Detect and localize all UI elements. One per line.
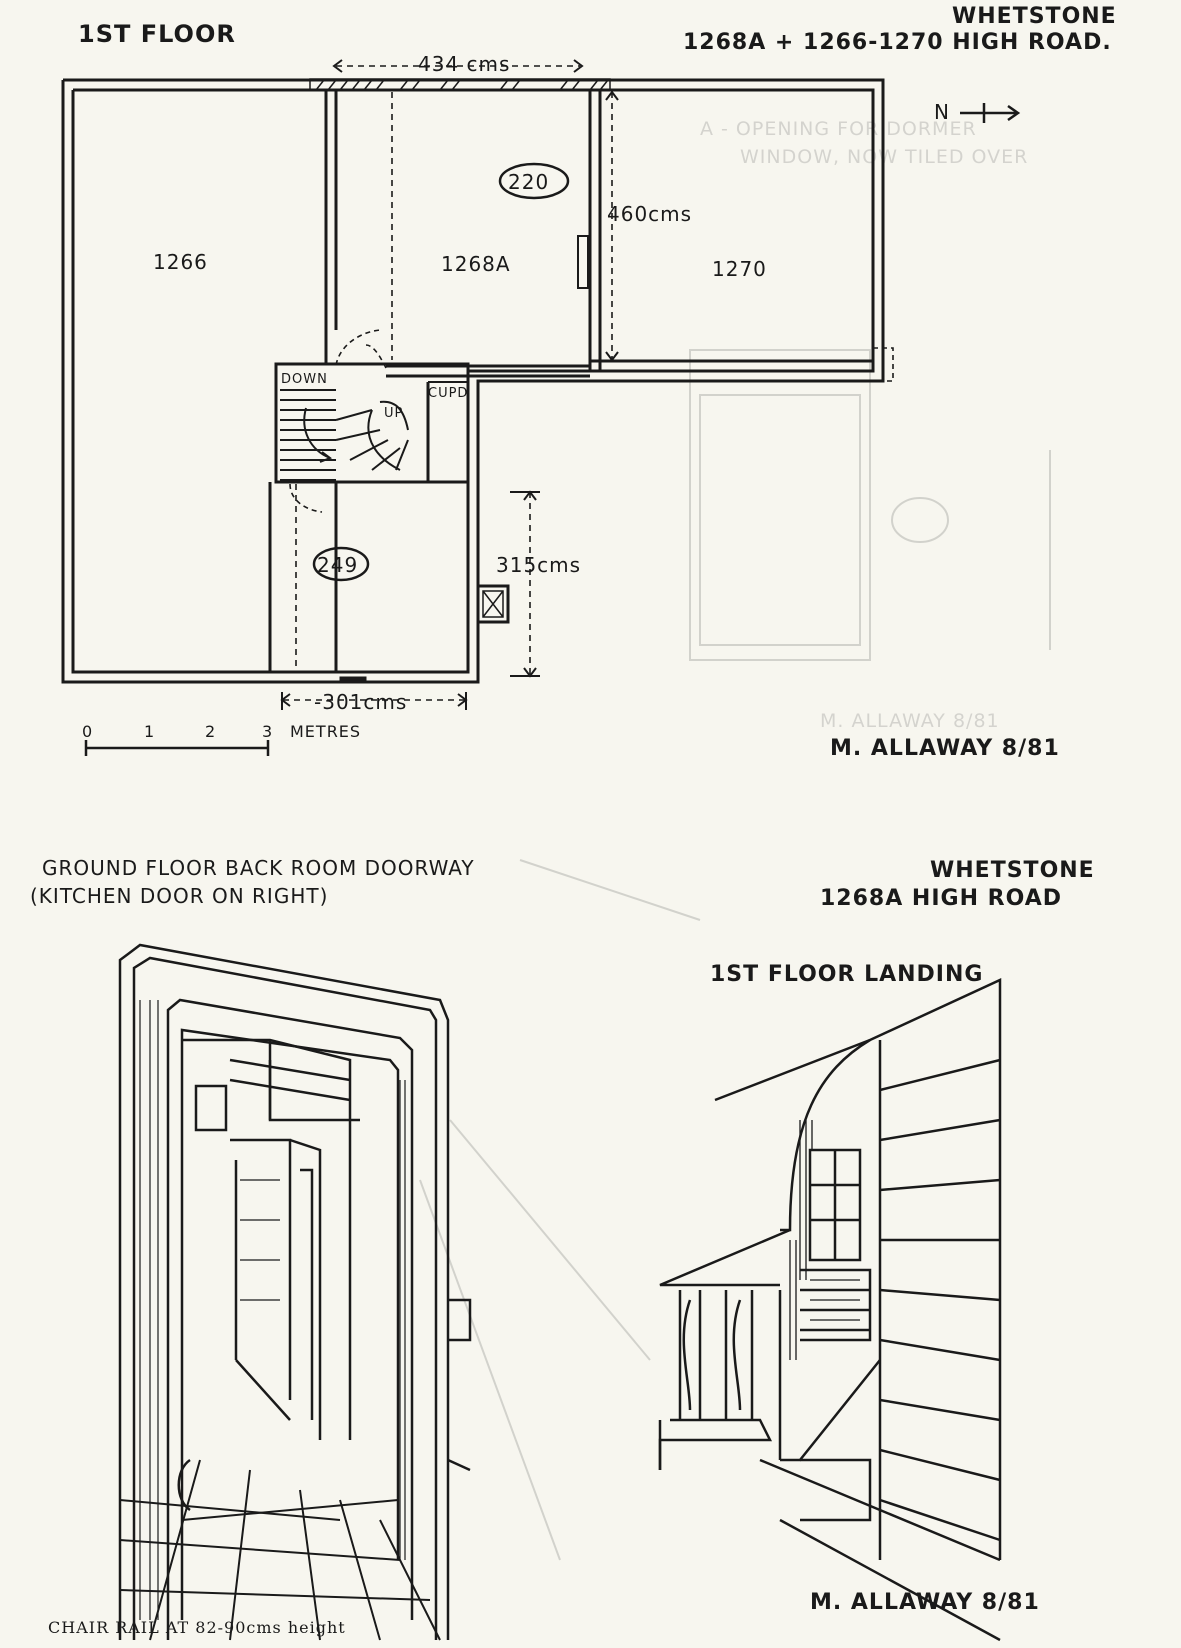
scale-tick-1: 1 (144, 722, 156, 741)
scale-unit: METRES (290, 722, 362, 741)
scale-tick-0: 0 (82, 722, 94, 741)
ghost-text-1: A - OPENING FOR DORMER (700, 118, 977, 140)
chimney (476, 584, 510, 624)
room-number-220: 220 (508, 170, 550, 194)
room-label-1268a: 1268A (441, 252, 511, 276)
party-walls (324, 90, 873, 378)
ghost-lines (419, 349, 1051, 1561)
stair-arrows (303, 400, 409, 463)
plan-location-title: WHETSTONE (952, 4, 1117, 29)
plan-address: 1268A + 1266-1270 HIGH ROAD. (683, 30, 1112, 55)
doorway-sketch (118, 943, 472, 1641)
landing-signature: M. ALLAWAY 8/81 (810, 1590, 1040, 1615)
doorway-caption: CHAIR RAIL AT 82-90cms height (48, 1618, 346, 1637)
dimension-315: 315cms (496, 553, 582, 577)
door-marker (577, 235, 589, 289)
door-swings (289, 329, 894, 513)
north-label: N (934, 100, 950, 124)
stair-enclosure (268, 362, 470, 672)
bottom-opening (339, 676, 367, 684)
room-oval-249 (312, 546, 370, 582)
stair-treads (280, 389, 409, 481)
north-arrow (960, 103, 1021, 123)
scale-bar (84, 740, 270, 756)
room-oval-220 (498, 162, 570, 200)
room-number-249: 249 (317, 553, 359, 577)
room-label-1266: 1266 (153, 250, 208, 274)
outer-wall (61, 78, 885, 684)
ghost-text-3: M. ALLAWAY 8/81 (820, 710, 1000, 732)
landing-title: 1ST FLOOR LANDING (710, 962, 984, 987)
dimension-301: -301cms (314, 690, 408, 714)
landing-sketch (658, 978, 1002, 1642)
landing-location-title: WHETSTONE (930, 858, 1095, 883)
dimension-434: 434 cms (418, 52, 511, 76)
stair-label-down: DOWN (281, 372, 328, 387)
plan-signature: M. ALLAWAY 8/81 (830, 736, 1060, 761)
floor-plan (61, 59, 1021, 756)
dimension-460: 460cms (607, 202, 693, 226)
doorway-title: GROUND FLOOR BACK ROOM DOORWAY (42, 856, 475, 880)
front-wall-hatch (309, 78, 611, 91)
plan-floor-title: 1ST FLOOR (78, 20, 236, 48)
dimension-arrows (280, 59, 619, 710)
stair-label-up: UP (384, 406, 404, 421)
room-label-1270: 1270 (712, 257, 767, 281)
scale-tick-2: 2 (205, 722, 217, 741)
doorway-subtitle: (KITCHEN DOOR ON RIGHT) (30, 884, 329, 908)
landing-address: 1268A HIGH ROAD (820, 886, 1062, 911)
cupboard-label: CUPD (428, 386, 469, 401)
dashed-guides (283, 65, 613, 701)
hatch-marks (315, 79, 609, 91)
scale-tick-3: 3 (262, 722, 274, 741)
